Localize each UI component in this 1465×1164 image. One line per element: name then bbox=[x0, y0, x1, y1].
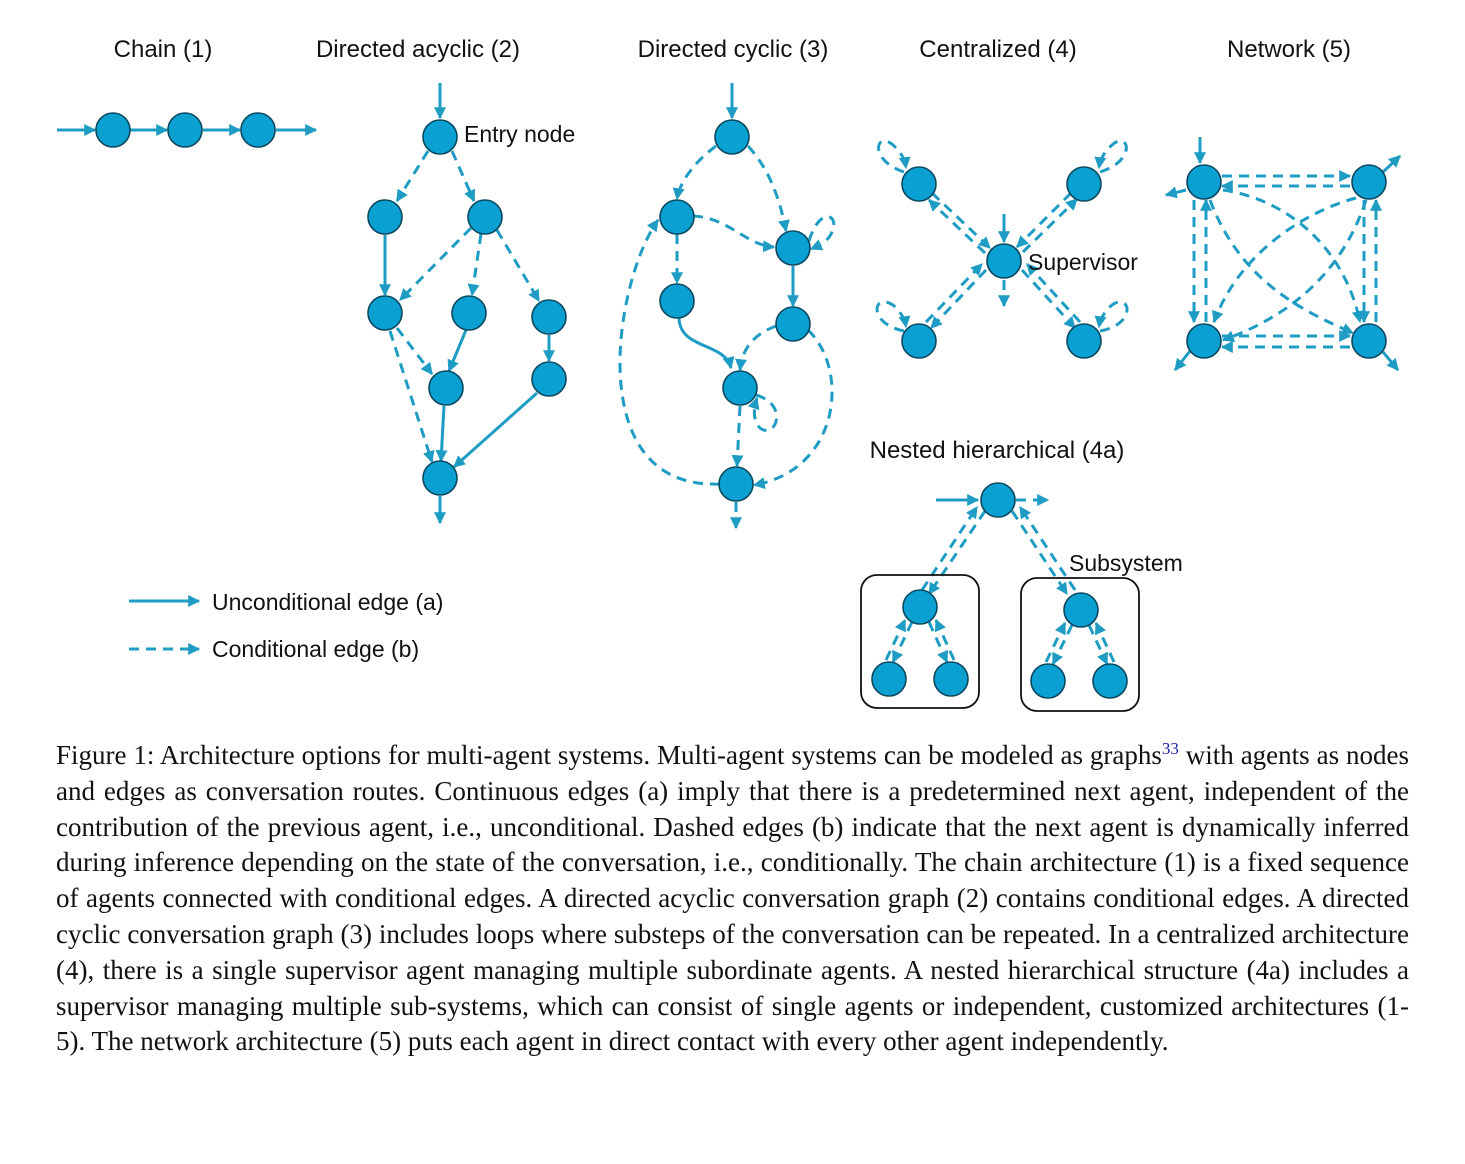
subsystem-box-right bbox=[1020, 577, 1140, 712]
cyclic-node bbox=[659, 283, 695, 319]
subsystem-label: Subsystem bbox=[1069, 550, 1183, 576]
network-node bbox=[1351, 323, 1387, 359]
cyclic-node bbox=[775, 306, 811, 342]
chain-node bbox=[240, 112, 276, 148]
supervisor-node bbox=[986, 243, 1022, 279]
subsystem-node bbox=[871, 661, 907, 697]
caption-text-start: Figure 1: Architecture options for multi… bbox=[56, 740, 1162, 770]
chain-node bbox=[95, 112, 131, 148]
cyclic-node bbox=[659, 199, 695, 235]
legend-conditional-label: Conditional edge (b) bbox=[212, 636, 419, 662]
chain-graph bbox=[57, 112, 318, 148]
acyclic-entry-node bbox=[422, 119, 458, 155]
citation-link[interactable]: 33 bbox=[1161, 739, 1179, 758]
nested-hierarchical-graph: Subsystem bbox=[860, 482, 1183, 712]
acyclic-node bbox=[428, 370, 464, 406]
network-node bbox=[1186, 323, 1222, 359]
cyclic-node bbox=[722, 370, 758, 406]
figure-caption: Figure 1: Architecture options for multi… bbox=[56, 738, 1409, 1060]
acyclic-node bbox=[451, 295, 487, 331]
centralized-graph: Supervisor bbox=[875, 139, 1138, 359]
subsystem-box-left bbox=[860, 574, 980, 709]
centralized-agent-node bbox=[901, 166, 937, 202]
title-directed-cyclic: Directed cyclic (3) bbox=[638, 36, 829, 63]
directed-cyclic-graph bbox=[618, 83, 836, 530]
title-network: Network (5) bbox=[1227, 36, 1351, 63]
cyclic-entry-node bbox=[714, 119, 750, 155]
acyclic-node bbox=[467, 199, 503, 235]
title-directed-acyclic: Directed acyclic (2) bbox=[316, 36, 520, 63]
architecture-diagram: Chain (1) Directed acyclic (2) Directed … bbox=[57, 36, 1402, 712]
subsystem-node bbox=[1092, 663, 1128, 699]
acyclic-node bbox=[531, 299, 567, 335]
acyclic-node bbox=[367, 199, 403, 235]
legend-unconditional-label: Unconditional edge (a) bbox=[212, 589, 443, 615]
title-nested-hierarchical: Nested hierarchical (4a) bbox=[870, 437, 1125, 464]
chain-node bbox=[167, 112, 203, 148]
subsystem-node bbox=[933, 661, 969, 697]
centralized-agent-node bbox=[901, 323, 937, 359]
cyclic-node bbox=[718, 466, 754, 502]
centralized-agent-node bbox=[1066, 323, 1102, 359]
network-node bbox=[1186, 164, 1222, 200]
acyclic-node bbox=[422, 460, 458, 496]
network-node bbox=[1351, 164, 1387, 200]
entry-node-label: Entry node bbox=[464, 121, 575, 147]
caption-text-rest: with agents as nodes and edges as conver… bbox=[56, 740, 1409, 1057]
subsystem-node bbox=[1030, 663, 1066, 699]
subsystem-head-node bbox=[902, 589, 938, 625]
cyclic-node bbox=[775, 230, 811, 266]
acyclic-node bbox=[367, 295, 403, 331]
acyclic-node bbox=[531, 361, 567, 397]
directed-acyclic-graph: Entry node bbox=[367, 83, 575, 525]
supervisor-label: Supervisor bbox=[1028, 249, 1138, 275]
legend: Unconditional edge (a) Conditional edge … bbox=[129, 589, 443, 662]
title-chain: Chain (1) bbox=[114, 36, 213, 63]
nested-supervisor-node bbox=[980, 482, 1016, 518]
centralized-agent-node bbox=[1066, 166, 1102, 202]
network-graph bbox=[1164, 137, 1402, 371]
subsystem-head-node bbox=[1063, 592, 1099, 628]
title-centralized: Centralized (4) bbox=[919, 36, 1076, 63]
